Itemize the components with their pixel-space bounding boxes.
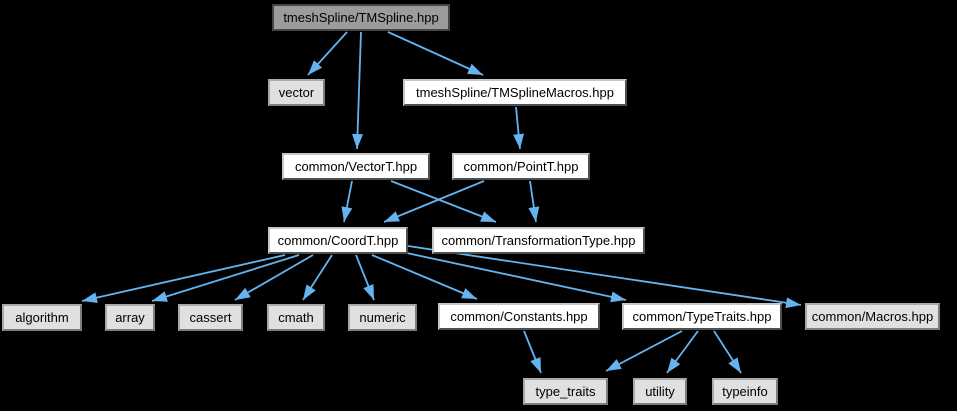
edge-typetraits-hpp--utility [666,330,699,374]
edge-coordt-hpp--cmath [302,254,333,301]
node-pointt-hpp[interactable]: common/PointT.hpp [452,153,590,180]
node-algorithm: algorithm [2,304,82,331]
node-macros-hpp: common/Macros.hpp [805,303,940,330]
edge-tmspline-hpp--vectort-hpp [352,31,364,150]
node-utility: utility [633,378,687,405]
edge-coordt-hpp--numeric [355,254,375,301]
edge-pointt-hpp--transformationtype-hpp [528,180,540,223]
edge-coordt-hpp--array [151,254,300,302]
node-vectort-hpp[interactable]: common/VectorT.hpp [282,153,430,180]
node-coordt-hpp[interactable]: common/CoordT.hpp [268,227,408,254]
node-tmspline-hpp: tmeshSpline/TMSpline.hpp [272,4,450,31]
node-transformationtype-hpp[interactable]: common/TransformationType.hpp [432,227,645,254]
edge-typetraits-hpp--type-traits [605,330,683,372]
edge-tmsplinemacros-hpp--pointt-hpp [513,106,525,150]
edge-coordt-hpp--typetraits-hpp [401,251,627,303]
edge-coordt-hpp--cassert [234,254,314,301]
node-tmsplinemacros-hpp[interactable]: tmeshSpline/TMSplineMacros.hpp [403,79,627,106]
edge-coordt-hpp--macros-hpp [407,245,802,309]
edge-vectort-hpp--coordt-hpp [341,180,353,223]
edge-tmspline-hpp--tmsplinemacros-hpp [387,31,484,76]
node-type-traits: type_traits [523,378,608,405]
node-cmath: cmath [267,304,325,331]
node-vector: vector [268,79,325,106]
node-typeinfo: typeinfo [712,378,778,405]
node-array: array [105,304,155,331]
edge-pointt-hpp--coordt-hpp [383,180,485,223]
edge-tmspline-hpp--vector [307,31,348,76]
edge-coordt-hpp--constants-hpp [371,254,478,300]
edge-coordt-hpp--algorithm [81,254,286,304]
node-numeric: numeric [348,304,417,331]
edge-constants-hpp--type-traits [523,330,542,374]
node-cassert: cassert [178,304,243,331]
edge-vectort-hpp--transformationtype-hpp [390,180,497,223]
node-typetraits-hpp[interactable]: common/TypeTraits.hpp [622,303,782,330]
node-constants-hpp[interactable]: common/Constants.hpp [438,303,600,330]
edge-typetraits-hpp--typeinfo [713,330,742,374]
